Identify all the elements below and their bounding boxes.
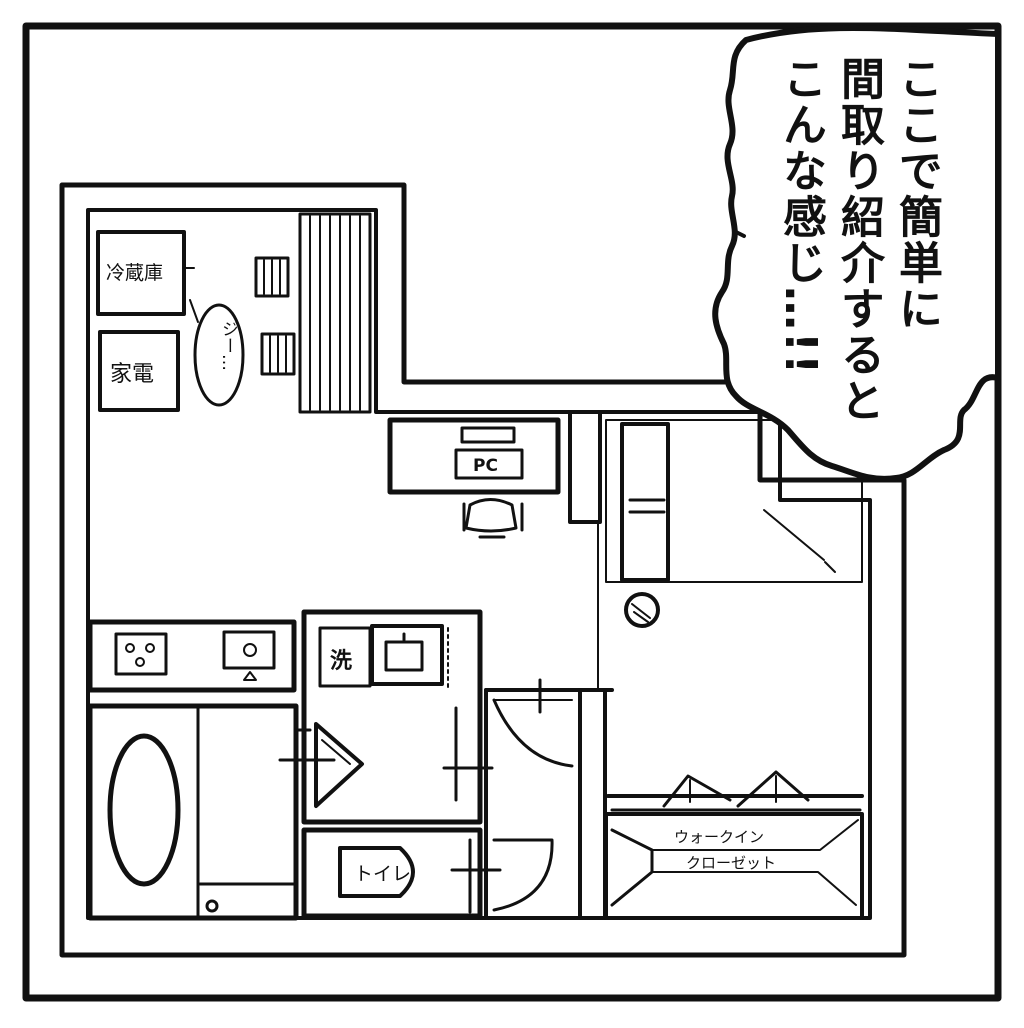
hum-bubble [193,303,245,407]
kitchen-counter [87,619,297,693]
speech-line-3: こんな感じ…!! [775,56,826,377]
toilet [338,846,415,898]
curtain [298,212,372,414]
wash-basin [370,624,444,686]
toilet-label: トイレ [354,863,411,885]
bathroom [87,703,336,921]
toilet-room: トイレ [301,827,502,919]
pc-label: PC [473,456,498,476]
pc-desk [387,417,561,495]
bathtub [107,733,181,887]
closet-label-line1: ウォークイン [674,828,764,846]
closet-label-line2: クローゼット [686,854,776,872]
hum-text: ジー… [218,320,238,371]
appliances-label: 家電 [110,362,154,387]
speech-line-2: 間取り紹介すると [833,56,884,424]
walk-in-closet: ウォークイン クローゼット [604,770,864,920]
partition-wall [568,410,602,691]
washroom: 洗 [301,609,494,825]
speech-bubble [712,24,1001,482]
monitor [460,426,516,444]
mirror-shelf [314,722,364,808]
chair [462,498,524,539]
speech-line-1: ここで簡単に [891,56,942,332]
appliances [98,330,180,412]
fridge-label: 冷蔵庫 [106,262,163,284]
entrance [484,678,614,918]
wall-vent [254,256,296,376]
stove-icon [114,632,168,676]
pc [454,448,524,480]
panel-border [22,22,1002,1002]
washer-label: 洗 [330,649,352,674]
fridge [96,230,186,316]
lamp-icon [624,592,660,628]
sink-icon [222,630,276,670]
bed [605,419,863,583]
